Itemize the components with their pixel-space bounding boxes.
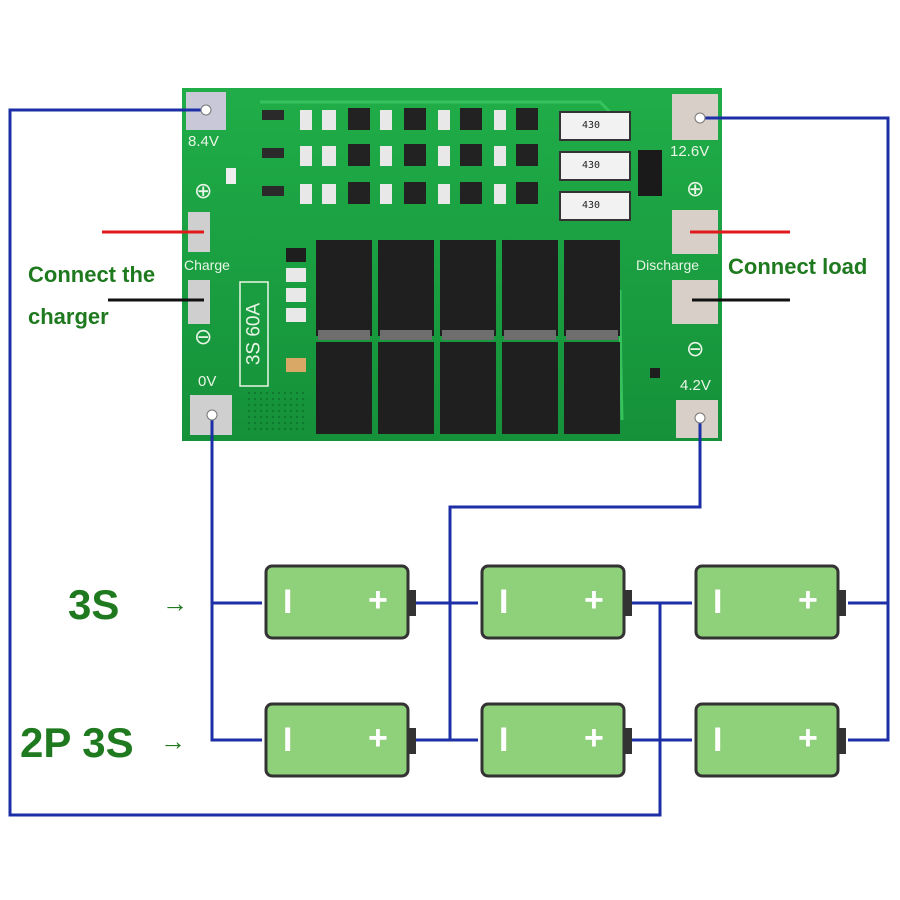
solder-point (694, 112, 706, 124)
battery-minus-sign: I (499, 583, 509, 621)
smd-row-1 (262, 108, 538, 130)
wire-0v-to-neg (210, 415, 262, 742)
mosfet (564, 342, 620, 434)
smd-small (650, 368, 660, 378)
smd-strip (286, 288, 306, 302)
mosfet (440, 342, 496, 434)
mosfet (440, 240, 496, 336)
smd-small (226, 168, 236, 184)
connect-charger-label-line1: Connect the (28, 262, 156, 287)
via-grid (246, 392, 306, 432)
mosfet (502, 342, 558, 434)
sense-resistor-1 (559, 111, 631, 141)
model-label: 3S 60A (243, 302, 265, 366)
solder-point (206, 409, 218, 421)
resistor-value-2: 430 (582, 160, 601, 171)
smd-row-2 (262, 144, 538, 166)
mosfet (564, 240, 620, 336)
battery-minus-sign: I (713, 721, 723, 759)
battery-plus-sign: + (368, 581, 388, 619)
wires-blue (8, 108, 890, 817)
solder-point (200, 104, 212, 116)
battery-plus-sign: + (798, 719, 818, 757)
model-label-box (239, 281, 269, 387)
wire-4v2-to-cell1-2 (448, 418, 702, 740)
voltage-label-8v4: 8.4V (188, 133, 219, 150)
mosfet-row-top (316, 240, 620, 336)
battery-plus-sign: + (584, 719, 604, 757)
discharge-minus-symbol: ⊖ (686, 336, 705, 361)
mosfet (316, 240, 372, 336)
pad-discharge-minus (672, 280, 718, 324)
resistor-value-1: 430 (582, 120, 601, 131)
row-label-3s: 3S (68, 581, 120, 628)
voltage-label-4v2: 4.2V (680, 377, 711, 394)
smd-strip (286, 268, 306, 282)
resistor-value-3: 430 (582, 200, 601, 211)
smd-strip (286, 248, 306, 262)
charge-minus-symbol: ⊖ (194, 324, 213, 349)
pcb-trace (618, 289, 624, 421)
smd-strip (286, 358, 306, 372)
battery-terminal (838, 728, 846, 754)
battery-plus-sign: + (368, 719, 388, 757)
battery-terminal (624, 590, 632, 616)
voltage-label-0v: 0V (198, 373, 217, 390)
battery-terminal (624, 728, 632, 754)
battery-minus-sign: I (713, 583, 723, 621)
row-arrow-2p3s: → (160, 726, 186, 756)
battery-minus-sign: I (283, 721, 293, 759)
solder-point (694, 412, 706, 424)
wire-12v6-to-top (700, 116, 890, 742)
connect-load-label: Connect load (728, 254, 868, 279)
wire-8v4-to-cell2-3 (8, 108, 662, 817)
voltage-label-12v6: 12.6V (670, 143, 710, 160)
battery-row-3s (264, 564, 846, 640)
ic-chip (638, 150, 662, 196)
mosfet (378, 342, 434, 434)
row-label-2p3s: 2P 3S (20, 719, 134, 766)
sense-resistor-3 (559, 191, 631, 221)
battery-terminal (838, 590, 846, 616)
smd-strip (286, 308, 306, 322)
charge-label: Charge (184, 257, 230, 273)
battery-plus-sign: + (798, 581, 818, 619)
battery-terminal (408, 728, 416, 754)
charge-plus-symbol: ⊕ (194, 178, 213, 203)
pad-charge-minus (188, 280, 210, 324)
battery-terminal (408, 590, 416, 616)
mosfet (316, 342, 372, 434)
mosfet-tabs (318, 330, 618, 340)
sense-resistor-2 (559, 151, 631, 181)
smd-row-3 (262, 182, 538, 204)
mosfet-row-bottom (316, 342, 620, 434)
battery-minus-sign: I (283, 583, 293, 621)
battery-plus-sign: + (584, 581, 604, 619)
discharge-label: Discharge (636, 257, 700, 273)
discharge-plus-symbol: ⊕ (686, 176, 705, 201)
row-arrow-3s: → (162, 588, 188, 618)
mosfet (502, 240, 558, 336)
mosfet (378, 240, 434, 336)
connect-charger-label-line2: charger (28, 304, 109, 329)
pcb-trace (260, 100, 614, 116)
battery-minus-sign: I (499, 721, 509, 759)
battery-row-2p3s (264, 702, 846, 778)
